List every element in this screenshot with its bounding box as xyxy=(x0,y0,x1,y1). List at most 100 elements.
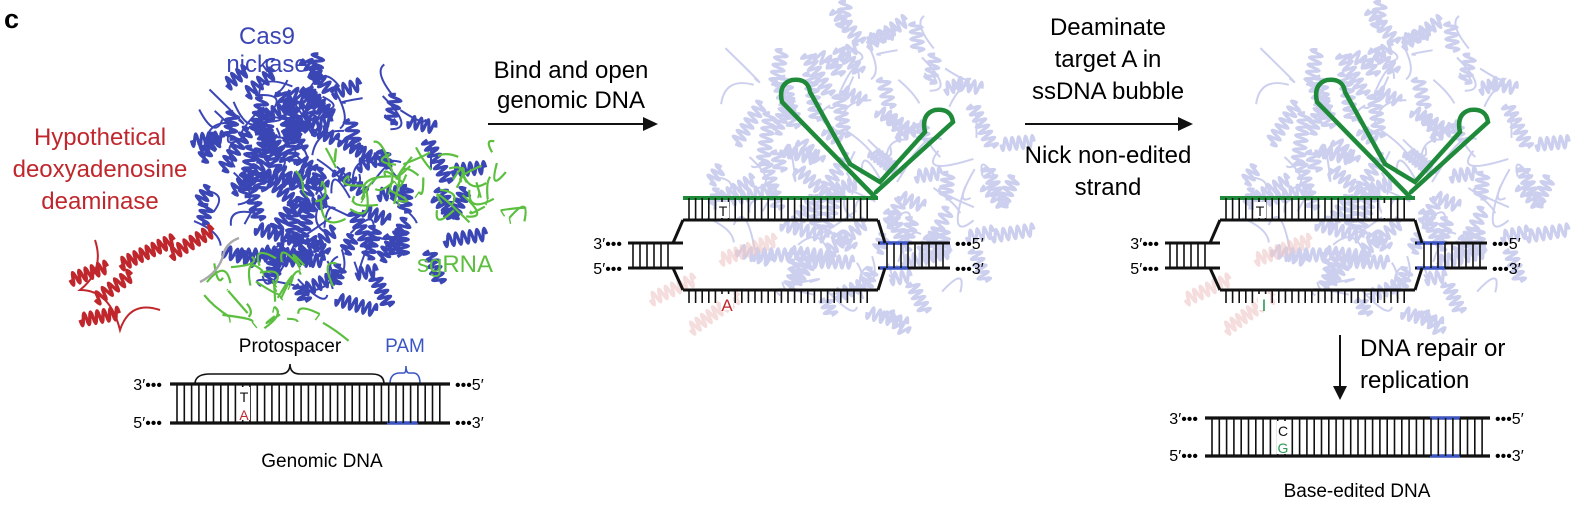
rna-backbone xyxy=(264,307,278,329)
strand-end-label: •••3′ xyxy=(455,415,484,432)
arrow-icon xyxy=(488,117,658,131)
step-deaminate-line1: Deaminate xyxy=(1050,14,1166,41)
alpha-helix xyxy=(191,132,224,147)
strand-end-label: 3′••• xyxy=(1169,411,1198,428)
sgrna-label: sgRNA xyxy=(417,251,493,278)
alpha-helix xyxy=(1412,78,1430,108)
alpha-helix xyxy=(998,176,1019,207)
strand-end-label: •••5′ xyxy=(455,377,484,394)
base-edited-dna-duplex: 3′•••5′••••••5′•••3′CG xyxy=(1169,411,1523,465)
rna-base xyxy=(252,322,257,328)
alpha-helix xyxy=(370,276,394,306)
genomic-dna-label: Genomic DNA xyxy=(261,451,383,472)
faded-protein-ribbon-icon xyxy=(1185,1,1569,334)
alpha-helix xyxy=(444,228,487,246)
alpha-helix xyxy=(1503,105,1533,148)
fork xyxy=(1210,220,1220,243)
alpha-helix xyxy=(1527,224,1570,242)
strand-end-label: 3′••• xyxy=(593,236,622,253)
strand-end-label: •••5′ xyxy=(955,236,984,253)
arrow-icon xyxy=(1333,335,1347,400)
rna-backbone xyxy=(489,141,495,152)
step-bind-line2: genomic DNA xyxy=(497,87,645,114)
alpha-helix xyxy=(1479,78,1497,94)
coil-segment xyxy=(854,199,865,219)
rna-base xyxy=(315,314,319,320)
rna-backbone xyxy=(287,319,298,322)
step-repair-line1: DNA repair or xyxy=(1360,335,1505,362)
coil-segment xyxy=(942,278,962,292)
alpha-helix xyxy=(867,16,907,50)
coil-segment xyxy=(1433,80,1454,104)
strand-end-label: 5′••• xyxy=(1169,448,1198,465)
coil-segment xyxy=(1468,151,1508,166)
protospacer-label: Protospacer xyxy=(239,336,342,357)
strand-end-label: •••3′ xyxy=(1495,448,1524,465)
step-nick-line2: strand xyxy=(1075,174,1142,201)
coil-segment xyxy=(1477,278,1497,292)
alpha-helix xyxy=(1425,270,1446,285)
pam-brace xyxy=(390,366,420,384)
strand-end-label: 5′••• xyxy=(1130,261,1159,278)
alpha-helix xyxy=(1517,167,1539,198)
alpha-helix xyxy=(907,283,931,313)
protein-domain xyxy=(707,1,1034,333)
base-edited-dna-label: Base-edited DNA xyxy=(1284,481,1431,502)
pam-label: PAM xyxy=(385,336,425,357)
strand-end-label: 5′••• xyxy=(593,261,622,278)
alpha-helix xyxy=(408,117,436,133)
alpha-helix xyxy=(877,78,895,108)
rna-backbone xyxy=(247,304,251,317)
genomic-dna-duplex: 3′•••5′••••••5′•••3′TA xyxy=(133,377,483,432)
alpha-helix xyxy=(356,265,377,280)
coil-segment xyxy=(1480,69,1505,80)
alpha-helix xyxy=(1460,54,1475,83)
coil-segment xyxy=(199,110,222,128)
coil-segment xyxy=(963,169,975,199)
coil-segment xyxy=(430,146,431,169)
rna-backbone xyxy=(298,308,319,314)
base-letter-i: I xyxy=(1262,296,1267,315)
alpha-helix xyxy=(708,165,724,186)
base-letter-g: G xyxy=(1278,440,1289,456)
alpha-helix xyxy=(915,167,941,182)
fork xyxy=(878,268,885,290)
alpha-helix xyxy=(342,235,357,255)
alpha-helix xyxy=(1243,165,1259,186)
rna-base xyxy=(501,210,505,216)
alpha-helix xyxy=(1268,101,1299,146)
rna-backbone xyxy=(487,177,490,199)
rna-backbone xyxy=(335,149,336,162)
coil-segment xyxy=(1260,48,1294,82)
base-letter-a: A xyxy=(721,296,733,315)
coil-segment xyxy=(707,218,734,243)
deaminase-label-line2: deoxyadenosine xyxy=(13,156,188,183)
coil-segment xyxy=(381,64,394,97)
rna-backbone xyxy=(419,178,423,194)
alpha-helix xyxy=(944,78,962,94)
alpha-helix xyxy=(386,94,401,123)
alpha-helix xyxy=(925,54,940,83)
alpha-helix xyxy=(992,224,1035,242)
coil-segment xyxy=(1256,83,1289,104)
rna-base xyxy=(273,307,274,313)
base-letter-a: A xyxy=(239,407,249,423)
alpha-helix xyxy=(198,204,213,224)
alpha-helix xyxy=(890,270,911,285)
alpha-helix xyxy=(120,235,174,270)
rna-backbone xyxy=(204,295,229,317)
rna-backbone xyxy=(353,196,378,205)
cas9-label-line2: nickase xyxy=(226,51,307,78)
alpha-helix xyxy=(882,311,910,333)
rna-backbone xyxy=(207,271,231,284)
coil-segment xyxy=(721,83,754,104)
panel-letter: c xyxy=(4,4,19,34)
fork xyxy=(1415,268,1422,290)
strand-end-label: •••3′ xyxy=(955,261,984,278)
rna-backbone xyxy=(494,163,506,181)
rna-backbone xyxy=(228,290,248,313)
strand-end-label: •••5′ xyxy=(1492,236,1521,253)
step-deaminate-line2: target A in xyxy=(1055,46,1162,73)
rna-base xyxy=(415,192,419,198)
coil-segment xyxy=(1498,169,1510,199)
